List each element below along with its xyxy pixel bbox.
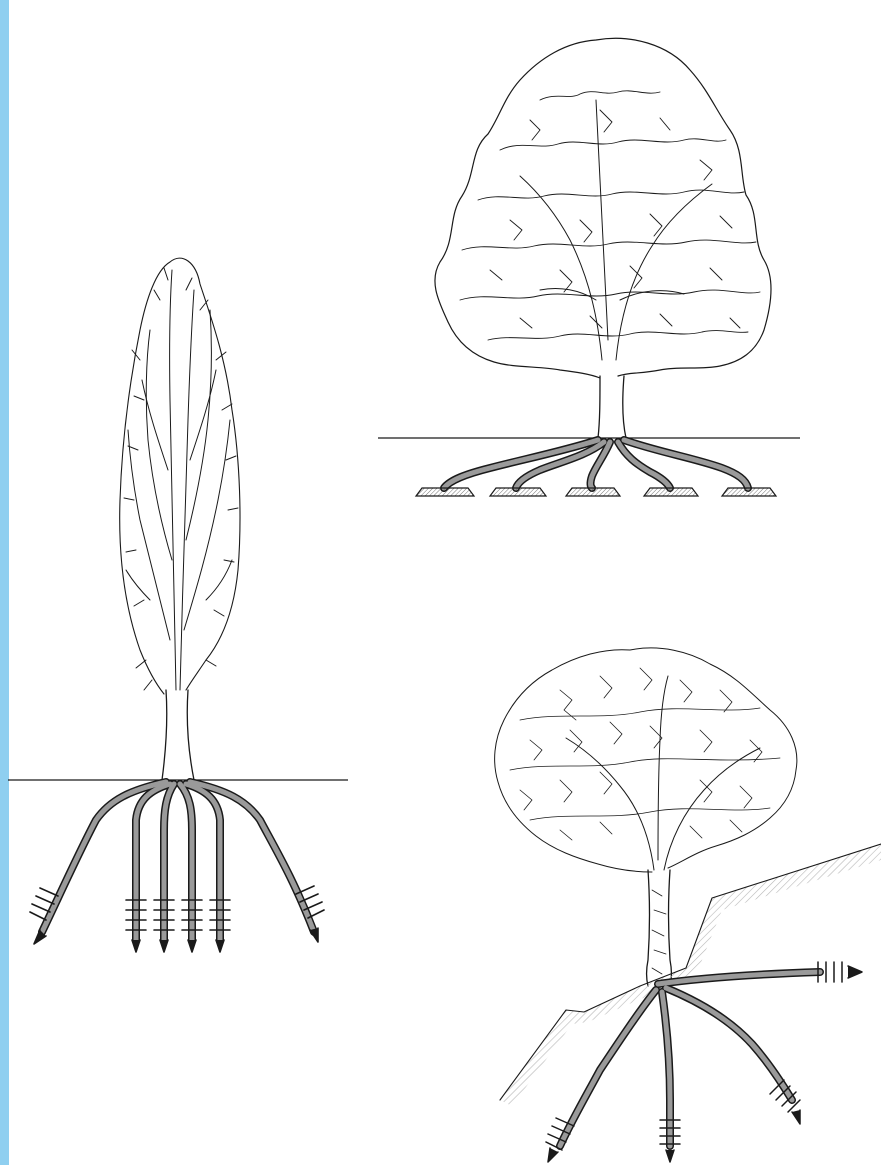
slope-trunk-bark (652, 890, 666, 974)
slope-tree (495, 648, 881, 1162)
broad-crown-tree (378, 38, 800, 496)
columnar-branches (124, 268, 238, 690)
anchor (546, 1118, 574, 1162)
slope-hatch (500, 844, 881, 1106)
broad-trunk (598, 376, 626, 438)
plate-anchor (490, 488, 546, 496)
slope-roots (560, 972, 820, 1146)
columnar-tree (8, 258, 348, 952)
broad-crown (435, 38, 771, 378)
columnar-roots (42, 782, 314, 940)
anchor (818, 962, 862, 982)
slope-trunk (647, 870, 672, 986)
columnar-trunk (162, 690, 194, 780)
broad-branches (520, 100, 712, 360)
plate-anchor (644, 488, 698, 496)
slope-crown-texture (510, 668, 780, 840)
slope-anchors (546, 962, 862, 1162)
plate-anchor (566, 488, 620, 496)
plate-anchors (416, 488, 776, 496)
columnar-anchors (30, 886, 324, 952)
plate-anchor (416, 488, 474, 496)
plate-anchor (722, 488, 776, 496)
broad-crown-texture (460, 91, 760, 340)
broad-roots (444, 440, 748, 488)
